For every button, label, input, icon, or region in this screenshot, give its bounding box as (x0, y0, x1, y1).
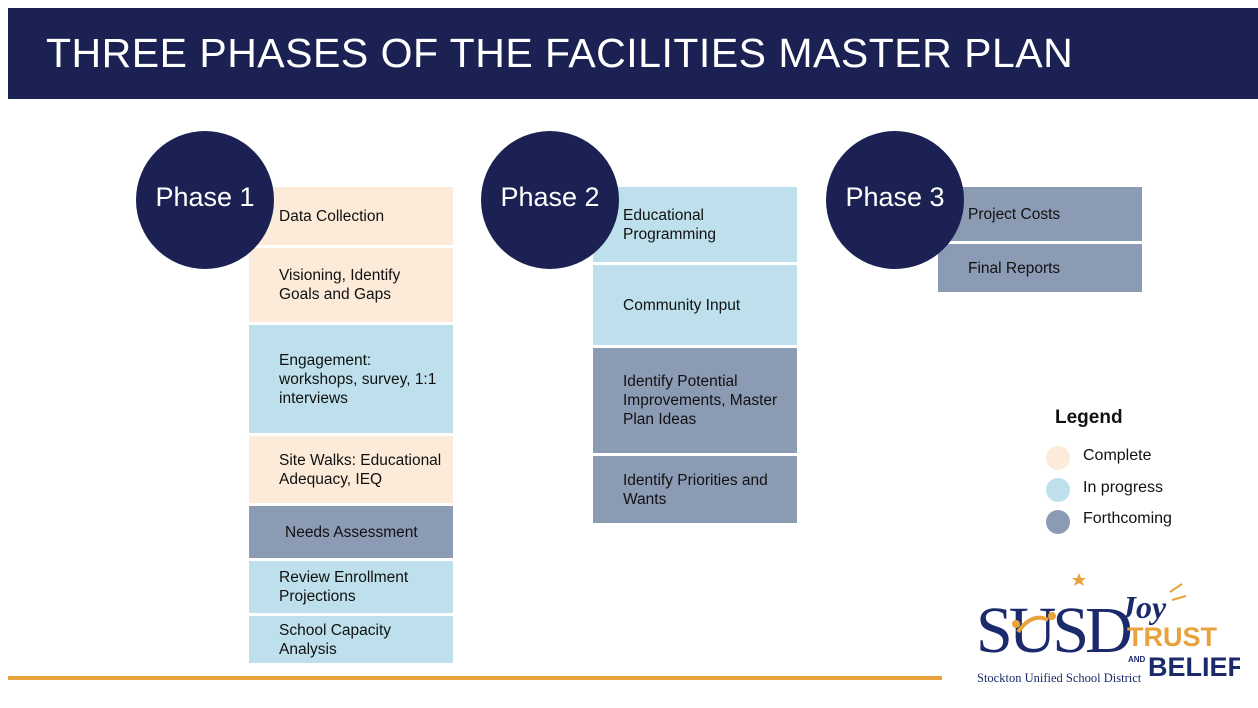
phase-1-item-capacity: School Capacity Analysis (249, 616, 453, 663)
title-bar: THREE PHASES OF THE FACILITIES MASTER PL… (8, 8, 1258, 99)
logo-star-icon (1072, 573, 1086, 586)
phase-1-item-visioning: Visioning, Identify Goals and Gaps (249, 248, 453, 322)
phase-1-item-site-walks: Site Walks: Educational Adequacy, IEQ (249, 436, 453, 503)
legend-complete-swatch (1046, 446, 1070, 470)
legend-forthcoming-swatch (1046, 510, 1070, 534)
legend-forthcoming-label: Forthcoming (1083, 510, 1172, 527)
district-logo: SUSD Stockton Unified School District Jo… (976, 573, 1240, 685)
slide-title: THREE PHASES OF THE FACILITIES MASTER PL… (46, 30, 1074, 76)
logo-sparkle-icon (1169, 583, 1187, 601)
legend-in-progress-label: In progress (1083, 479, 1164, 496)
phase-2-circle: Phase 2 (481, 131, 619, 269)
phase-2-item-community-input: Community Input (593, 265, 797, 345)
logo-district-name: Stockton Unified School District (977, 671, 1142, 685)
phase-2-item-priorities: Identify Priorities and Wants (593, 456, 797, 523)
phase-1-circle: Phase 1 (136, 131, 274, 269)
logo-and: AND (1128, 655, 1146, 664)
phase-2-item-educational-programming: Educational Programming (593, 187, 797, 262)
logo-belief: BELIEF (1148, 652, 1240, 682)
phase-3-item-final-reports: Final Reports (938, 244, 1142, 292)
logo-figure-head-2 (1048, 612, 1056, 620)
phase-2-item-potential-improvements: Identify Potential Improvements, Master … (593, 348, 797, 453)
phase-1-item-engagement: Engagement: workshops, survey, 1:1 inter… (249, 325, 453, 433)
logo-trust: TRUST (1127, 622, 1217, 652)
logo-initials: SUSD (976, 594, 1131, 667)
legend-complete-label: Complete (1083, 447, 1152, 464)
legend-title: Legend (1055, 407, 1123, 428)
phase-1-item-enrollment: Review Enrollment Projections (249, 561, 453, 613)
logo-swoosh (1016, 615, 1049, 634)
phase-3-item-project-costs: Project Costs (938, 187, 1142, 241)
phase-1-item-needs-assessment: Needs Assessment (249, 506, 453, 558)
phase-3-circle: Phase 3 (826, 131, 964, 269)
phase-1-item-data-collection: Data Collection (249, 187, 453, 245)
logo-figure-head-1 (1012, 620, 1020, 628)
logo-joy: Joy (1119, 589, 1167, 625)
legend-in-progress-swatch (1046, 478, 1070, 502)
bottom-accent-line (8, 676, 942, 680)
